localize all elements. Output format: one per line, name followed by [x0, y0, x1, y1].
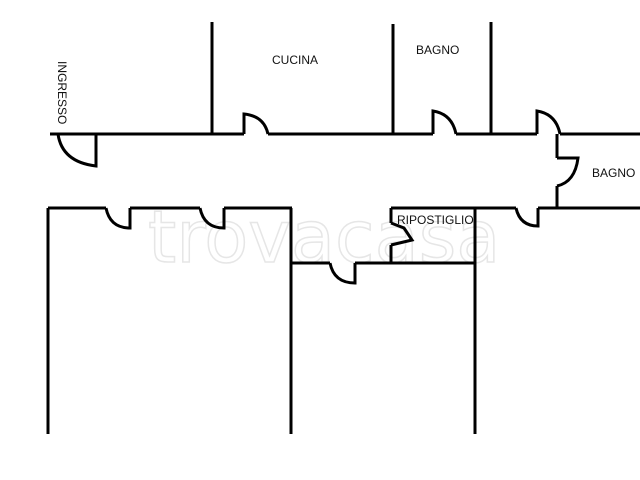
- ripostiglio-door: [390, 221, 415, 247]
- corridor-end-door: [535, 109, 562, 135]
- right-bath-door: [556, 156, 580, 188]
- walls: [46, 22, 640, 434]
- left-room-door-1: [104, 207, 132, 230]
- middle-room-door: [328, 262, 357, 285]
- room-label-ingresso: INGRESSO: [55, 61, 69, 124]
- right-lower-door: [514, 207, 540, 228]
- left-room-door-2: [198, 207, 226, 230]
- room-label-bagno-right: BAGNO: [592, 166, 635, 180]
- bath-door: [431, 109, 458, 135]
- kitchen-door: [242, 112, 270, 135]
- doors: [56, 109, 580, 285]
- entrance-door: [56, 133, 98, 168]
- room-label-cucina: CUCINA: [272, 53, 318, 67]
- room-label-bagno-top: BAGNO: [416, 43, 459, 57]
- room-label-ripostiglio: RIPOSTIGLIO: [397, 213, 474, 227]
